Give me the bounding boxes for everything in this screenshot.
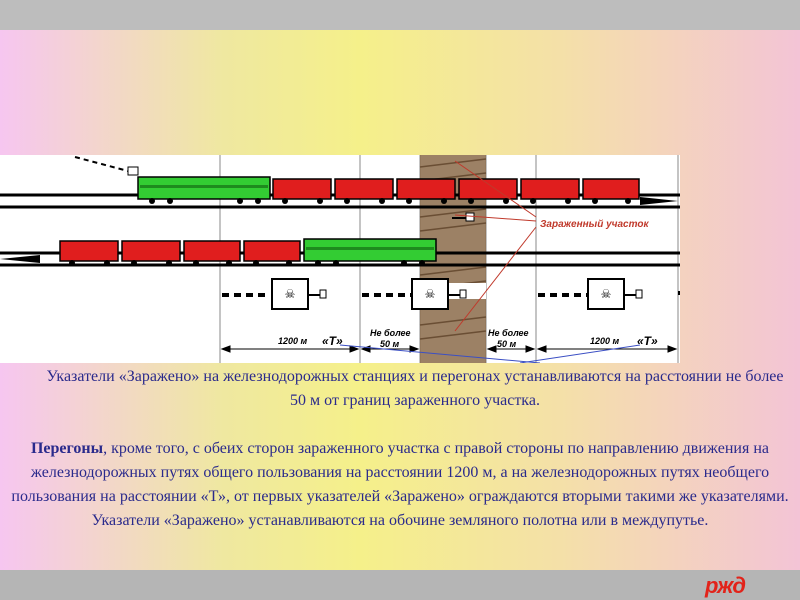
dist-50-right: 50 м — [497, 339, 517, 349]
bottom-bar — [0, 570, 800, 600]
paragraph-2: Перегоны, кроме того, с обеих сторон зар… — [6, 437, 794, 533]
contaminated-callout: Зараженный участок — [454, 160, 649, 332]
text-block: Указатели «Заражено» на железнодорожных … — [0, 363, 800, 570]
dist-t-left: «Т» — [322, 334, 343, 348]
dist-1200-right: 1200 м — [590, 336, 620, 346]
warning-sign-1: ☠ — [271, 278, 327, 310]
barriers — [222, 291, 680, 297]
t-pointer-lines — [339, 344, 641, 363]
paragraph-2-text: , кроме того, с обеих сторон зараженного… — [11, 440, 789, 529]
rzd-logo: ржд — [705, 573, 746, 598]
svg-text:☠: ☠ — [425, 287, 436, 301]
dist-not-more-right: Не более — [488, 328, 529, 338]
signal — [74, 156, 139, 176]
top-bar — [0, 0, 800, 30]
railway-diagram: Зараженный участок ☠ ☠ ☠ — [0, 155, 680, 363]
train-track-1 — [137, 176, 640, 204]
train-track-2 — [59, 238, 437, 266]
dist-not-more-left: Не более — [370, 328, 411, 338]
dist-1200-left: 1200 м — [278, 336, 308, 346]
peregony-label: Перегоны — [30, 440, 104, 457]
warning-sign-3: ☠ — [587, 278, 643, 310]
dist-t-right: «Т» — [637, 334, 658, 348]
dist-50-left: 50 м — [380, 339, 400, 349]
svg-text:☠: ☠ — [601, 287, 612, 301]
paragraph-1: Указатели «Заражено» на железнодорожных … — [46, 368, 784, 409]
contaminated-label: Зараженный участок — [540, 219, 649, 230]
zone-marker — [452, 212, 475, 222]
warning-sign-2: ☠ — [411, 278, 467, 310]
svg-text:☠: ☠ — [285, 287, 296, 301]
